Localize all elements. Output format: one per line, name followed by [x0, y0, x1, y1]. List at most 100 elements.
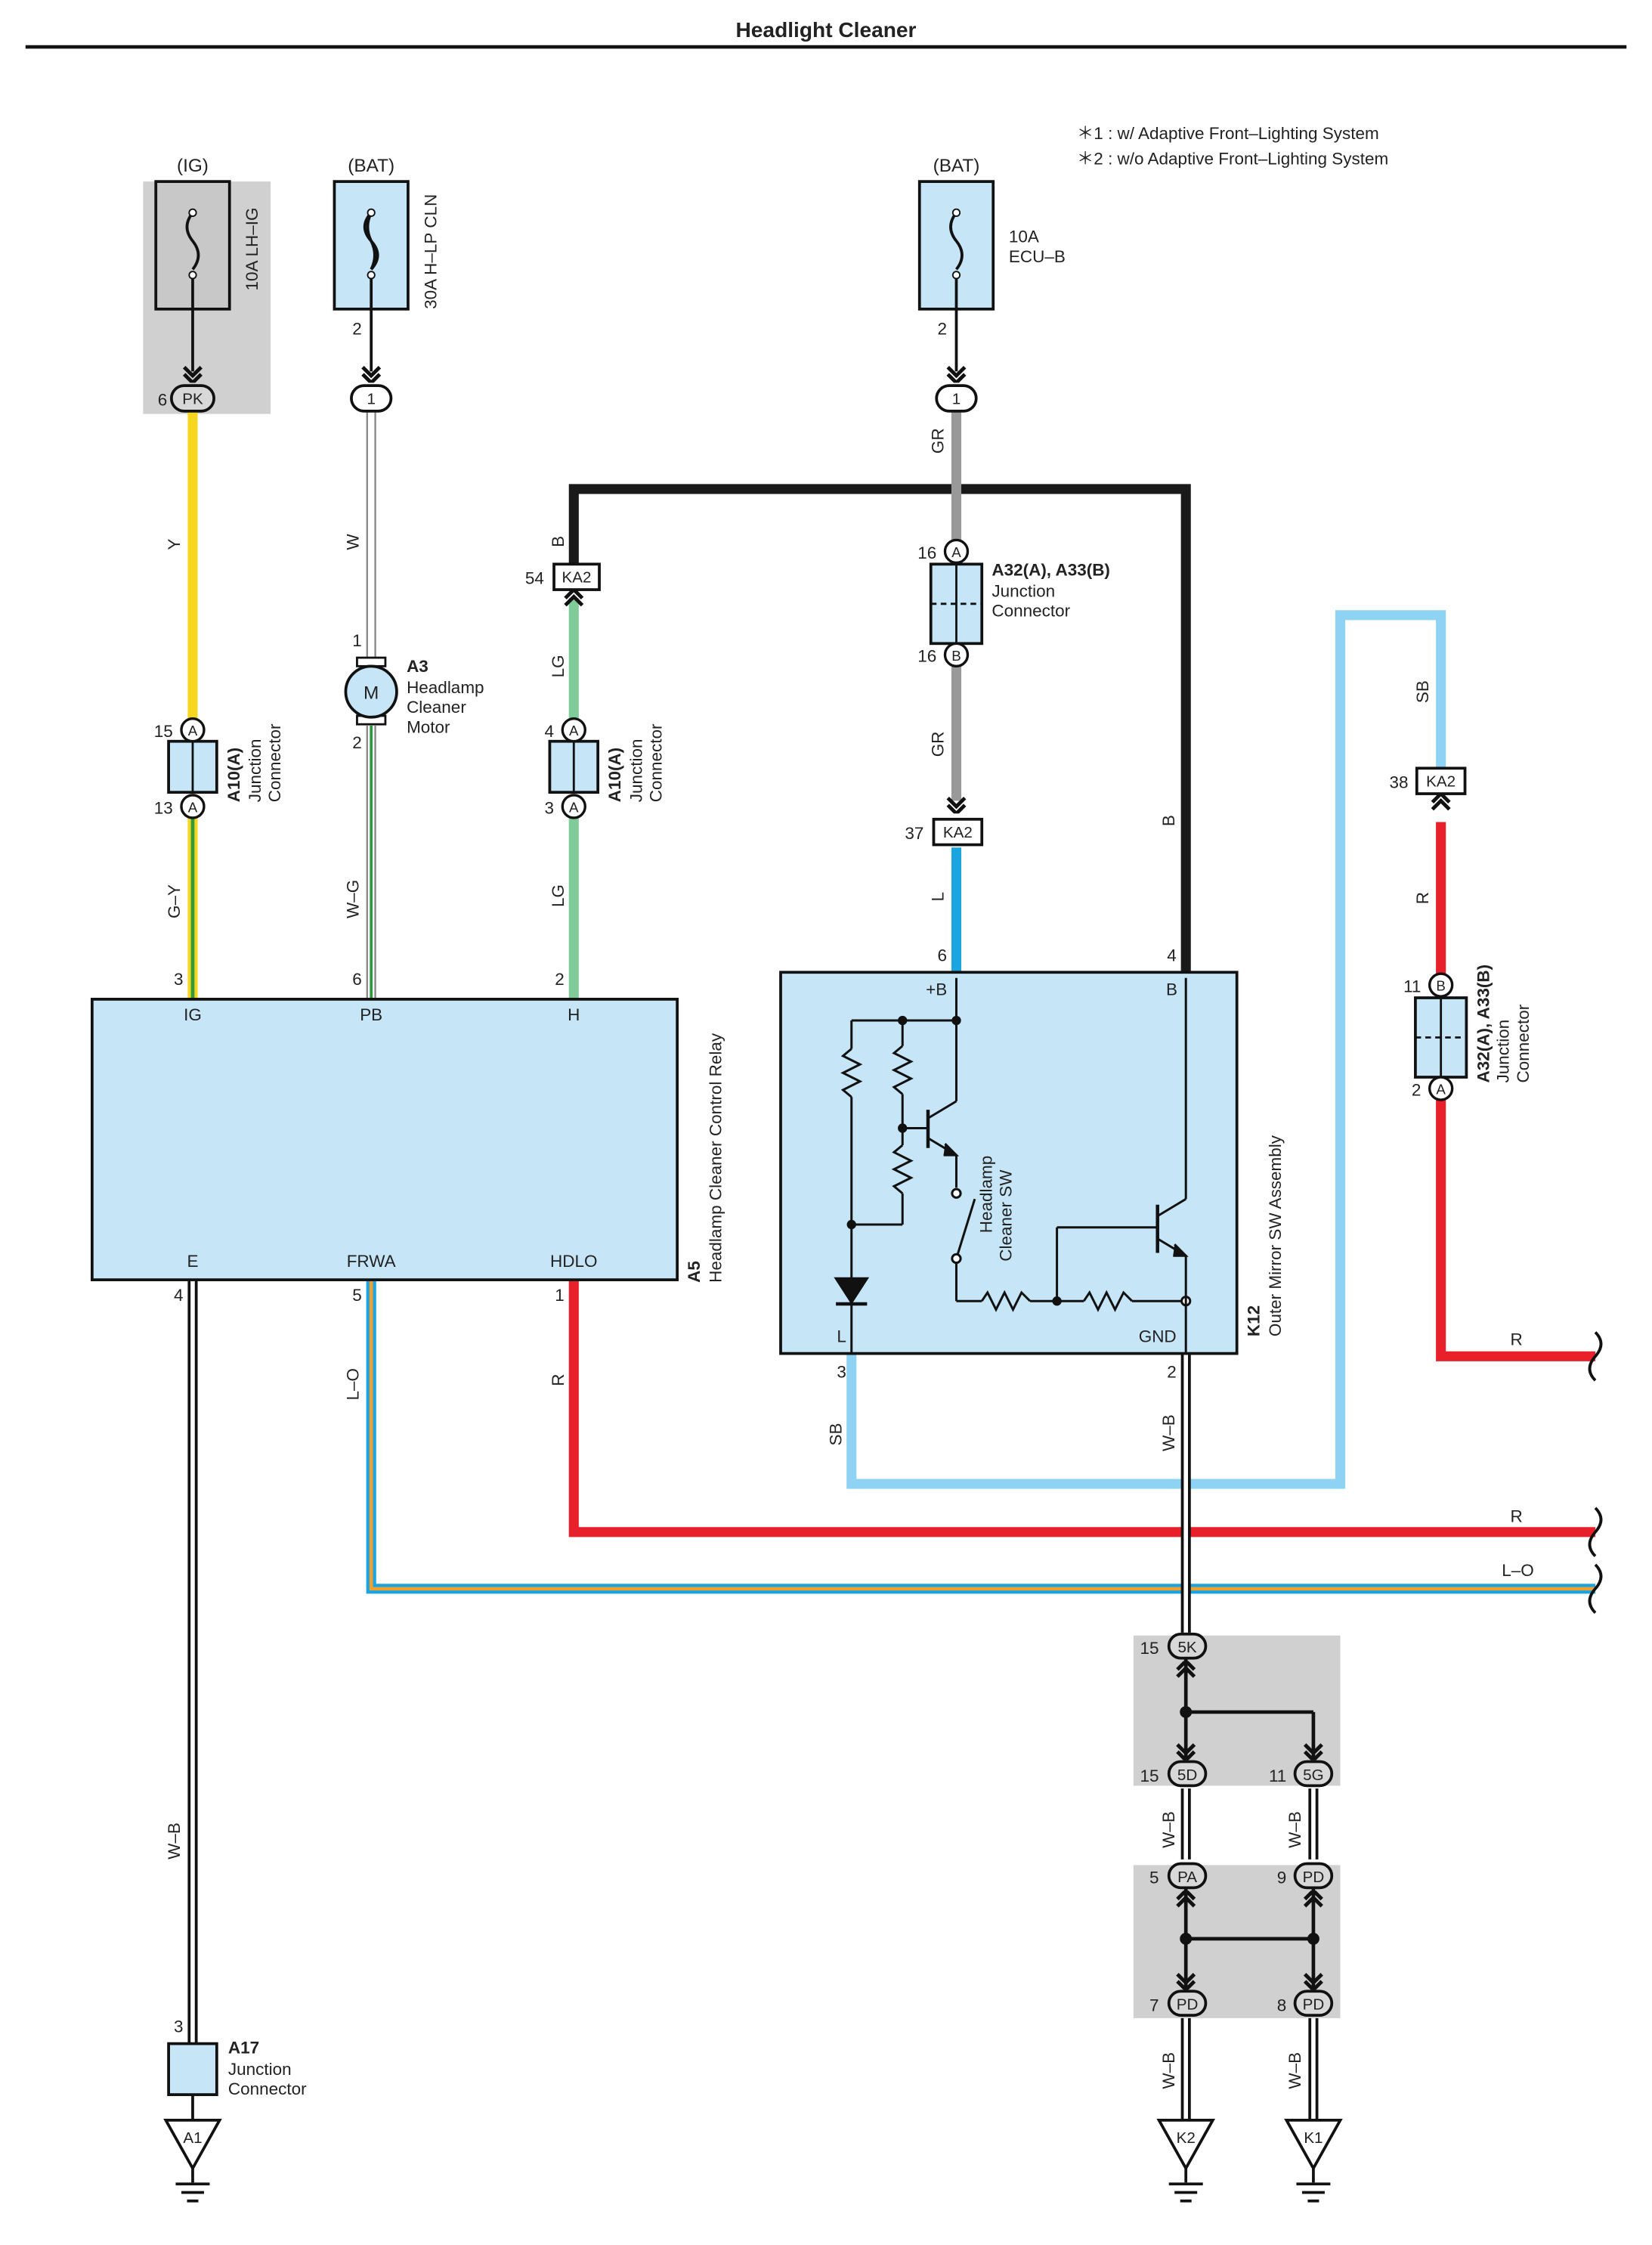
junction-a10-left: A A — [167, 717, 218, 819]
junction-a17 — [167, 2042, 218, 2096]
pin-a10-15: 15 — [154, 722, 173, 741]
wire-label-r-2: R — [549, 1373, 568, 1386]
a3-label-3: Motor — [407, 717, 450, 736]
a10-right-sub2: Connector — [647, 723, 666, 802]
wire-break-r-mid — [1588, 1506, 1603, 1558]
ground-k1-icon: K1 — [1284, 2118, 1343, 2203]
svg-text:1: 1 — [367, 390, 375, 407]
connector-pd-8: PD — [1293, 1990, 1334, 2017]
connector-ka2-37: KA2 — [932, 817, 984, 847]
a17-id: A17 — [228, 2039, 259, 2058]
wire-label-r-1: R — [1413, 892, 1432, 904]
wire-label-y: Y — [165, 539, 184, 550]
wire-label-sb-1: SB — [1413, 680, 1432, 703]
wire-label-w-b-5g: W–B — [1285, 1811, 1304, 1848]
connector-ka2-54: KA2 — [552, 562, 601, 591]
a32-right-label-1: Junction — [1494, 1020, 1513, 1083]
svg-text:A: A — [188, 723, 198, 739]
wire-label-b-right: B — [1159, 815, 1178, 826]
a17-label-1: Junction — [228, 2060, 292, 2079]
wire-label-lg-2: LG — [549, 884, 568, 907]
pin-a32r-11: 11 — [1403, 977, 1421, 996]
connector-pd-9: PD — [1293, 1862, 1334, 1890]
pin-f3: 2 — [937, 320, 947, 339]
wire-label-gr-1: GR — [929, 428, 948, 454]
svg-text:PD: PD — [1177, 1996, 1199, 2014]
wire-b — [568, 484, 1191, 978]
connector-5d: 5D — [1167, 1760, 1208, 1788]
a10-right-id: A10(A) — [605, 748, 624, 802]
power-bat-1: (BAT) — [348, 156, 394, 176]
connector-1-b: 1 — [935, 384, 978, 413]
junction-a32-right: B A — [1414, 972, 1468, 1101]
fuse-ecu-b — [917, 180, 995, 372]
pin-a32-16-top: 16 — [917, 543, 936, 562]
wire-label-l: L — [929, 892, 948, 902]
pin-a5-1: 1 — [555, 1286, 565, 1305]
a5-name: Headlamp Cleaner Control Relay — [706, 1033, 725, 1283]
connector-5k: 5K — [1167, 1632, 1208, 1660]
fuse-3-label-a: 10A — [1009, 228, 1039, 246]
wire-w-b-junction — [1180, 1788, 1319, 2120]
a5-terminal-h: H — [568, 1005, 580, 1024]
pin-f2: 2 — [352, 320, 362, 339]
pin-pd-9: 9 — [1277, 1869, 1287, 1887]
a32-right-id: A32(A), A33(B) — [1474, 965, 1493, 1083]
pin-motor-1: 1 — [352, 631, 362, 650]
k12-id: K12 — [1245, 1305, 1264, 1336]
wire-label-b-top: B — [549, 536, 568, 547]
pin-a5-5: 5 — [352, 1286, 362, 1305]
a3-label-2: Cleaner — [407, 698, 466, 717]
a10-right-sub: Junction — [626, 739, 645, 803]
connector-pd-7: PD — [1167, 1990, 1208, 2017]
junction-a32-middle: A B — [929, 538, 984, 668]
pin-a10b-4: 4 — [545, 722, 555, 741]
a32-middle-label-1: Junction — [992, 581, 1055, 600]
wire-r-hdlo — [568, 1280, 1596, 1537]
k12-internal-circuit — [834, 977, 1192, 1354]
svg-text:B: B — [951, 648, 961, 664]
pin-pk: 6 — [158, 390, 168, 409]
pin-5d: 15 — [1140, 1767, 1159, 1785]
pin-a32r-2: 2 — [1412, 1080, 1422, 1099]
a3-id: A3 — [407, 657, 428, 676]
ground-k2-label: K2 — [1177, 2129, 1196, 2147]
ground-a1-label: A1 — [183, 2129, 202, 2147]
a32-right-label-2: Connector — [1514, 1004, 1533, 1082]
pin-a32-16-bottom: 16 — [917, 647, 936, 666]
ground-a1-icon: A1 — [163, 2118, 222, 2203]
k12-terminal-b: B — [1166, 980, 1177, 999]
wire-label-r-mid: R — [1511, 1507, 1523, 1526]
svg-text:A: A — [569, 799, 579, 815]
pin-5k: 15 — [1140, 1639, 1159, 1658]
wire-sb — [846, 610, 1446, 1489]
wire-label-l-o-right: L–O — [1502, 1561, 1534, 1580]
a17-label-2: Connector — [228, 2079, 307, 2098]
wire-break-r-right — [1588, 1331, 1603, 1382]
fuse-lh-ig — [154, 180, 231, 372]
pin-ka2-54: 54 — [525, 569, 544, 588]
power-bat-2: (BAT) — [933, 156, 980, 176]
wire-label-g-y: G–Y — [165, 884, 184, 918]
pin-k12-2: 2 — [1167, 1362, 1177, 1381]
a5-terminal-frwa: FRWA — [347, 1252, 396, 1271]
a5-terminal-hdlo: HDLO — [550, 1252, 597, 1271]
svg-text:PA: PA — [1177, 1869, 1197, 1886]
junction-pa-wiring — [1180, 1887, 1319, 1990]
wire-label-sb-2: SB — [827, 1423, 846, 1445]
switch-label-2: Cleaner SW — [997, 1169, 1016, 1262]
wire-r-right — [1436, 1100, 1596, 1361]
pin-ka2-37: 37 — [905, 824, 923, 843]
wire-label-w-b-k1: W–B — [1285, 2052, 1304, 2089]
wire-label-l-o: L–O — [343, 1368, 362, 1401]
pin-pd-7: 7 — [1149, 1996, 1159, 2014]
svg-text:A: A — [569, 723, 579, 739]
connector-pk: PK — [169, 384, 215, 413]
a5-terminal-pb: PB — [360, 1005, 382, 1024]
svg-text:KA2: KA2 — [1426, 773, 1456, 791]
pin-a5-3: 3 — [174, 970, 184, 989]
svg-text:5D: 5D — [1177, 1767, 1197, 1784]
svg-text:5G: 5G — [1303, 1767, 1324, 1784]
svg-text:M: M — [364, 683, 379, 703]
